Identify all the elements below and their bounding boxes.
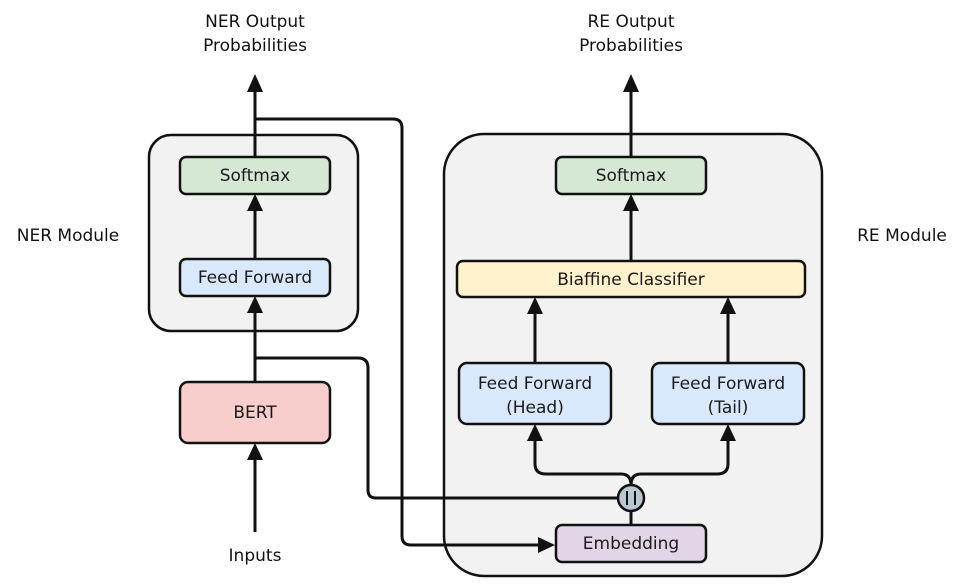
arrowhead-biaffine-head bbox=[527, 297, 543, 314]
ner-softmax-label: Softmax bbox=[220, 166, 291, 186]
ff-head-label-line1: Feed Forward bbox=[478, 374, 592, 394]
arrowhead-ner-output bbox=[247, 74, 263, 92]
arrowheads bbox=[247, 74, 736, 553]
arrowhead-ff-tail bbox=[720, 424, 736, 441]
concat-operator bbox=[616, 483, 646, 513]
ff-head-node: Feed Forward (Head) bbox=[457, 361, 613, 426]
bert-node: BERT bbox=[178, 380, 332, 445]
arrowhead-ff-head bbox=[527, 424, 543, 441]
re-output-label-line2: Probabilities bbox=[579, 36, 683, 56]
arrowhead-re-output bbox=[623, 74, 639, 92]
arrowhead-bert bbox=[247, 443, 263, 460]
ner-softmax-node: Softmax bbox=[178, 155, 332, 196]
ff-head-label-line2: (Head) bbox=[506, 398, 564, 418]
inputs-label: Inputs bbox=[229, 546, 282, 566]
bert-label: BERT bbox=[233, 403, 277, 423]
embedding-node: Embedding bbox=[554, 523, 708, 564]
embedding-label: Embedding bbox=[583, 534, 679, 554]
re-output-label-line1: RE Output bbox=[587, 12, 674, 32]
edge-concat-to-ff-head bbox=[533, 438, 633, 486]
biaffine-classifier-node: Biaffine Classifier bbox=[455, 259, 807, 299]
ner-output-label-line1: NER Output bbox=[205, 12, 305, 32]
re-softmax-label: Softmax bbox=[596, 166, 667, 186]
arrowhead-ner-softmax bbox=[247, 194, 263, 211]
ner-feed-forward-node: Feed Forward bbox=[178, 257, 332, 298]
ner-output-label-line2: Probabilities bbox=[203, 36, 307, 56]
ner-module-label: NER Module bbox=[17, 226, 120, 246]
ner-feed-forward-label: Feed Forward bbox=[198, 268, 312, 288]
ff-tail-node: Feed Forward (Tail) bbox=[650, 361, 806, 426]
re-module-label: RE Module bbox=[857, 226, 947, 246]
arrowhead-embedding bbox=[538, 537, 555, 553]
biaffine-classifier-label: Biaffine Classifier bbox=[557, 270, 704, 290]
ff-tail-label-line1: Feed Forward bbox=[671, 374, 785, 394]
arrowhead-biaffine-tail bbox=[720, 297, 736, 314]
edge-ner-output-to-embedding bbox=[255, 117, 540, 547]
arrowhead-re-softmax bbox=[623, 194, 639, 211]
edge-concat-to-ff-tail bbox=[629, 438, 730, 486]
arrowhead-ner-ff bbox=[247, 296, 263, 313]
ff-tail-label-line2: (Tail) bbox=[708, 398, 749, 418]
re-softmax-node: Softmax bbox=[554, 155, 708, 196]
edge-bert-to-concat bbox=[255, 356, 617, 500]
edges bbox=[253, 90, 730, 547]
